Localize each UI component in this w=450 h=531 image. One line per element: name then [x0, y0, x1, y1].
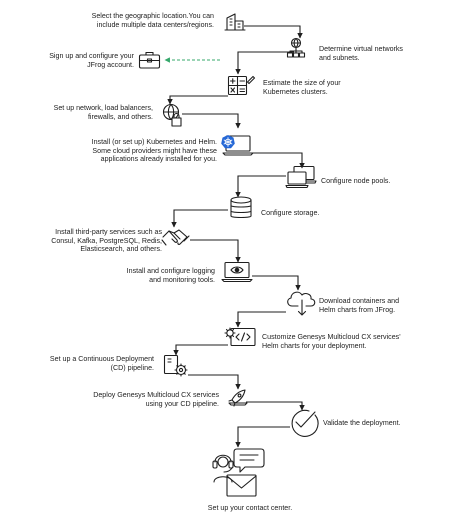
step-validate-label: Validate the deployment. — [323, 419, 401, 427]
laptops-icon — [285, 165, 317, 189]
code-gear-icon — [224, 327, 256, 347]
connector-estimate-network-setup — [167, 95, 228, 105]
step-network-setup-label: Set up network, load balancers,firewalls… — [53, 104, 153, 121]
connector-kubernetes-node-pools — [252, 152, 305, 169]
connector-network-setup-kubernetes — [182, 113, 241, 129]
step-cd-pipeline-label: Set up a Continuous Deployment(CD) pipel… — [49, 355, 154, 372]
step-kubernetes-label: Install (or set up) Kubernetes and Helm.… — [91, 138, 217, 164]
step-storage-label: Configure storage. — [261, 209, 320, 217]
step-customize-label: Customize Genesys Multicloud CX services… — [262, 333, 401, 350]
cloud-download-icon — [287, 291, 316, 316]
rocket-laptop-icon — [228, 389, 248, 407]
handshake-icon — [161, 229, 190, 246]
calculator-icon — [227, 75, 256, 96]
connector-cd-pipeline-deploy — [188, 374, 241, 390]
connector-logging-download — [252, 275, 301, 291]
step-node-pools-label: Configure node pools. — [321, 177, 391, 185]
connector-deploy-validate — [246, 401, 305, 411]
connector-customize-cd-pipeline — [173, 344, 228, 356]
network-icon — [286, 37, 306, 58]
connector-node-pools-storage — [235, 175, 286, 198]
connector-networks-estimate — [235, 51, 294, 75]
connector-storage-third-party — [171, 209, 228, 228]
kubernetes-logo-icon — [221, 135, 235, 149]
pipeline-gear-icon — [163, 354, 188, 377]
connector-location-networks — [244, 25, 303, 39]
step-contact-center-label: Set up your contact center. — [207, 504, 293, 512]
checkmark-icon — [291, 409, 319, 437]
buildings-icon — [224, 13, 246, 31]
monitoring-laptop-icon — [221, 261, 253, 283]
connector-validate-contact-center — [235, 426, 290, 448]
database-icon — [230, 196, 252, 219]
contact-center-icon — [212, 448, 265, 497]
toolbox-icon — [138, 51, 161, 69]
globe-lock-icon — [162, 103, 182, 127]
connector-third-party-logging — [190, 239, 241, 263]
connector-download-customize — [235, 311, 286, 328]
